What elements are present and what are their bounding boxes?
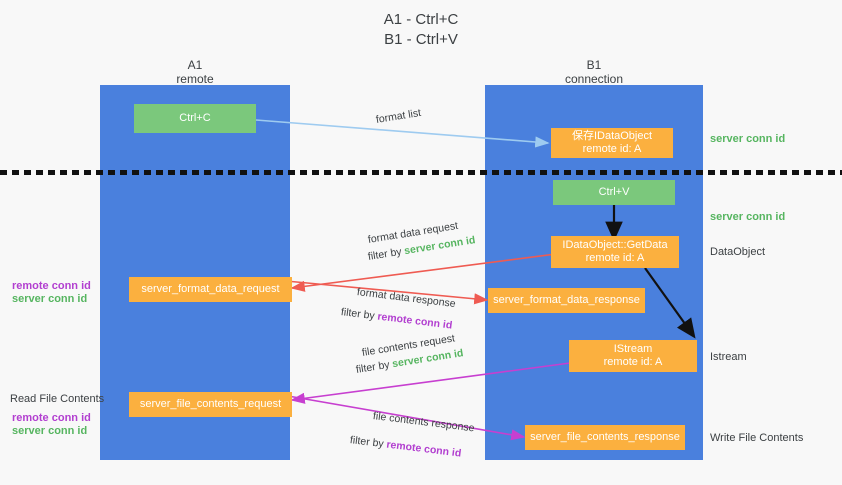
box-server-format-data-request-label: server_format_data_request (141, 283, 280, 295)
box-server-format-data-request[interactable]: server_format_data_request (129, 277, 292, 302)
box-idataobject-getdata-line2: remote id: A (585, 252, 645, 264)
box-save-idataobject[interactable]: 保存IDataObject remote id: A (551, 128, 673, 158)
title-line-2: B1 - Ctrl+V (384, 31, 458, 48)
box-idataobject-getdata[interactable]: IDataObject::GetData remote id: A (551, 236, 679, 268)
left-label-server-conn-id-1: server conn id (12, 293, 88, 305)
left-label-server-conn-id-2: server conn id (12, 425, 88, 437)
box-save-idataobject-line2: remote id: A (582, 143, 642, 155)
column-b1-sub: connection (564, 72, 624, 86)
box-server-file-contents-request-label: server_file_contents_request (139, 398, 282, 410)
left-label-remote-conn-id-1: remote conn id (12, 280, 91, 292)
box-ctrl-c[interactable]: Ctrl+C (134, 104, 256, 133)
box-server-format-data-response[interactable]: server_format_data_response (488, 288, 645, 313)
box-server-format-data-response-label: server_format_data_response (493, 294, 640, 306)
arrow-label-file-contents-response-filter: filter by remote conn id (349, 433, 462, 461)
box-ctrl-v-label: Ctrl+V (598, 186, 630, 198)
title-line-1: A1 - Ctrl+C (383, 11, 459, 28)
box-ctrl-v[interactable]: Ctrl+V (553, 180, 675, 205)
right-label-server-conn-id-top: server conn id (710, 133, 786, 145)
filter-prefix-1: filter by (367, 245, 406, 263)
column-a1-name: A1 (187, 58, 203, 72)
arrow-label-format-data-response-filter: filter by remote conn id (340, 305, 453, 333)
box-server-file-contents-request[interactable]: server_file_contents_request (129, 392, 292, 417)
box-ctrl-c-label: Ctrl+C (179, 112, 211, 124)
column-header-a1: A1 remote (100, 58, 290, 86)
box-server-file-contents-response-label: server_file_contents_response (530, 431, 680, 443)
filter-prefix-2: filter by (340, 306, 379, 323)
filter-prefix-3: filter by (355, 358, 394, 376)
right-label-write-file-contents: Write File Contents (710, 432, 804, 444)
arrow-label-file-contents-response: file contents response (372, 410, 476, 435)
box-idataobject-getdata-line1: IDataObject::GetData (562, 239, 668, 251)
arrow-label-format-list: format list (375, 106, 422, 126)
column-a1-sub: remote (176, 72, 214, 86)
filter-prefix-4: filter by (349, 434, 388, 451)
left-label-remote-conn-id-2: remote conn id (12, 412, 91, 424)
arrow-label-format-data-response: format data response (356, 286, 457, 311)
right-label-server-conn-id-mid: server conn id (710, 211, 786, 223)
box-istream[interactable]: IStream remote id: A (569, 340, 697, 372)
box-server-file-contents-response[interactable]: server_file_contents_response (525, 425, 685, 450)
page-title: A1 - Ctrl+C B1 - Ctrl+V (0, 10, 842, 50)
left-label-read-file-contents: Read File Contents (10, 393, 105, 405)
right-label-dataobject: DataObject (710, 246, 766, 258)
phase-divider-dashed-line (0, 170, 842, 175)
column-b1-name: B1 (586, 58, 602, 72)
filter-value-2: remote conn id (376, 310, 453, 332)
box-save-idataobject-line1: 保存IDataObject (571, 130, 653, 142)
right-label-istream: Istream (710, 351, 747, 363)
filter-value-4: remote conn id (385, 438, 462, 460)
box-istream-line2: remote id: A (603, 356, 663, 368)
box-istream-line1: IStream (613, 343, 653, 355)
column-header-b1: B1 connection (485, 58, 703, 86)
